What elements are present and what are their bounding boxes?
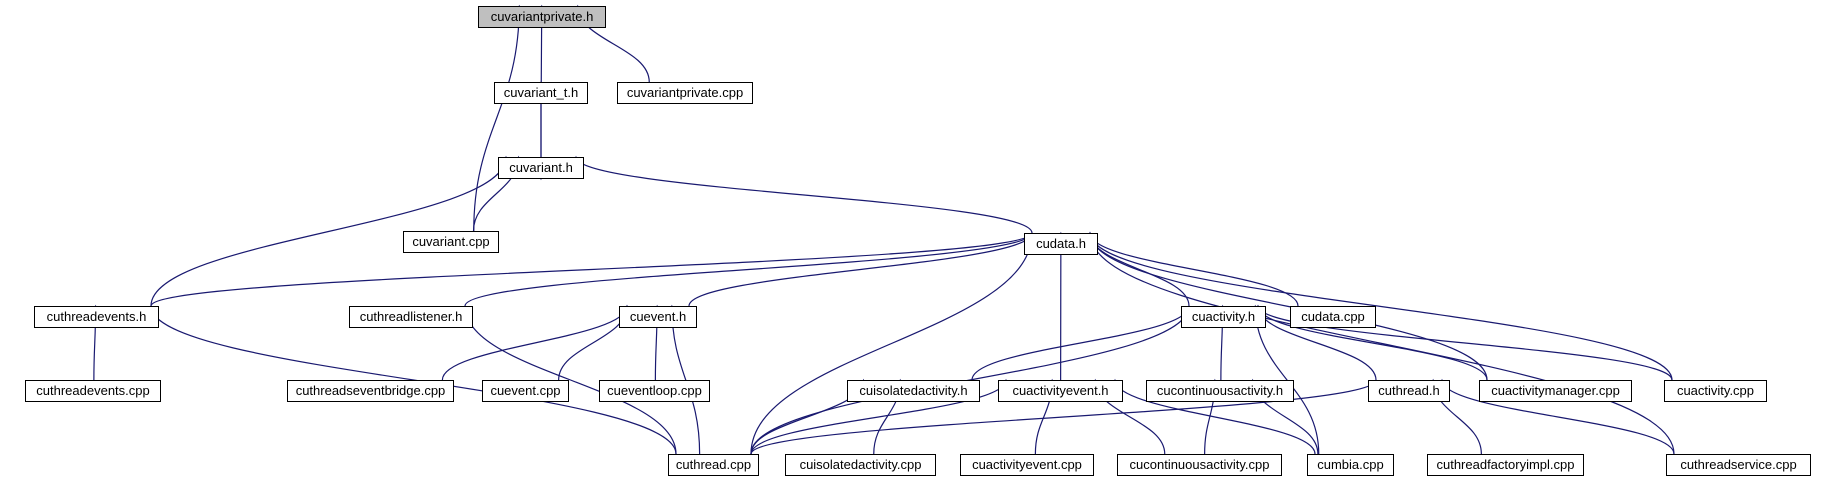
node-cuvariant-cpp[interactable]: cuvariant.cpp — [403, 231, 499, 253]
node-cuvariant-t-h[interactable]: cuvariant_t.h — [494, 82, 588, 104]
node-cuisolatedactivity-h[interactable]: cuisolatedactivity.h — [847, 380, 980, 402]
node-cuisolatedactivity-cpp[interactable]: cuisolatedactivity.cpp — [785, 454, 936, 476]
node-cuactivity-cpp[interactable]: cuactivity.cpp — [1664, 380, 1767, 402]
node-cuactivityevent-h[interactable]: cuactivityevent.h — [998, 380, 1123, 402]
edge-cuthreadlistener-h-to-cudata-h — [464, 232, 1033, 307]
node-cuevent-h[interactable]: cuevent.h — [619, 306, 697, 328]
edge-cudata-cpp-to-cudata-h — [1089, 232, 1299, 307]
edge-cudata-h-to-cuvariant-h — [575, 156, 1033, 234]
node-cumbia-cpp[interactable]: cumbia.cpp — [1307, 454, 1394, 476]
edge-cuactivitymanager-cpp-to-cudata-h — [1089, 232, 1488, 381]
node-cuthread-cpp[interactable]: cuthread.cpp — [668, 454, 759, 476]
node-cuthread-h[interactable]: cuthread.h — [1368, 380, 1450, 402]
node-cuactivity-h[interactable]: cuactivity.h — [1181, 306, 1266, 328]
node-cudata-h[interactable]: cudata.h — [1024, 233, 1098, 255]
node-cuthreadfactoryimpl-cpp[interactable]: cuthreadfactoryimpl.cpp — [1427, 454, 1584, 476]
edge-cuevent-h-to-cudata-h — [688, 232, 1033, 307]
edge-cuthread-cpp-to-cuthread-h — [750, 379, 1377, 455]
edge-cuisolatedactivity-h-to-cuactivity-h — [971, 305, 1190, 381]
edge-cuactivity-cpp-to-cudata-h — [1089, 232, 1673, 381]
edge-cuthreadevents-h-to-cuvariant-h — [150, 156, 507, 307]
node-cuthreadevents-cpp[interactable]: cuthreadevents.cpp — [25, 380, 161, 402]
node-cuactivityevent-cpp[interactable]: cuactivityevent.cpp — [960, 454, 1094, 476]
node-cueventloop-cpp[interactable]: cueventloop.cpp — [599, 380, 710, 402]
node-cucontinuousactivity-h[interactable]: cucontinuousactivity.h — [1146, 380, 1294, 402]
edge-cuactivitymanager-cpp-to-cuactivity-h — [1257, 305, 1488, 381]
node-cucontinuousactivity-cpp[interactable]: cucontinuousactivity.cpp — [1117, 454, 1282, 476]
node-cuthreadlistener-h[interactable]: cuthreadlistener.h — [349, 306, 473, 328]
node-cuevent-cpp[interactable]: cuevent.cpp — [482, 380, 569, 402]
edge-cuthread-cpp-to-cuthreadlistener-h — [464, 305, 677, 455]
edge-cuthread-cpp-to-cuactivityevent-h — [750, 379, 1007, 455]
edge-cuthreadservice-cpp-to-cuthread-h — [1441, 379, 1675, 455]
node-cuvariantprivate-h: cuvariantprivate.h — [478, 6, 606, 28]
node-cuvariant-h[interactable]: cuvariant.h — [498, 157, 584, 179]
node-cuactivitymanager-cpp[interactable]: cuactivitymanager.cpp — [1479, 380, 1632, 402]
node-cuthreadevents-h[interactable]: cuthreadevents.h — [34, 306, 159, 328]
node-cuthreadseventbridge-cpp[interactable]: cuthreadseventbridge.cpp — [287, 380, 454, 402]
node-cuthreadservice-cpp[interactable]: cuthreadservice.cpp — [1666, 454, 1811, 476]
edge-cuthread-cpp-to-cudata-h — [750, 232, 1033, 455]
edge-cumbia-cpp-to-cuactivityevent-h — [1114, 379, 1316, 455]
edge-cuactivity-cpp-to-cuactivity-h — [1257, 305, 1673, 381]
edge-cuthreadservice-cpp-to-cudata-h — [1089, 232, 1675, 455]
node-cudata-cpp[interactable]: cudata.cpp — [1290, 306, 1376, 328]
node-cuvariantprivate-cpp[interactable]: cuvariantprivate.cpp — [617, 82, 753, 104]
edge-cuthreadevents-h-to-cudata-h — [150, 232, 1033, 307]
edge-cuvariant-cpp-to-cuvariantprivate-h — [473, 5, 520, 232]
